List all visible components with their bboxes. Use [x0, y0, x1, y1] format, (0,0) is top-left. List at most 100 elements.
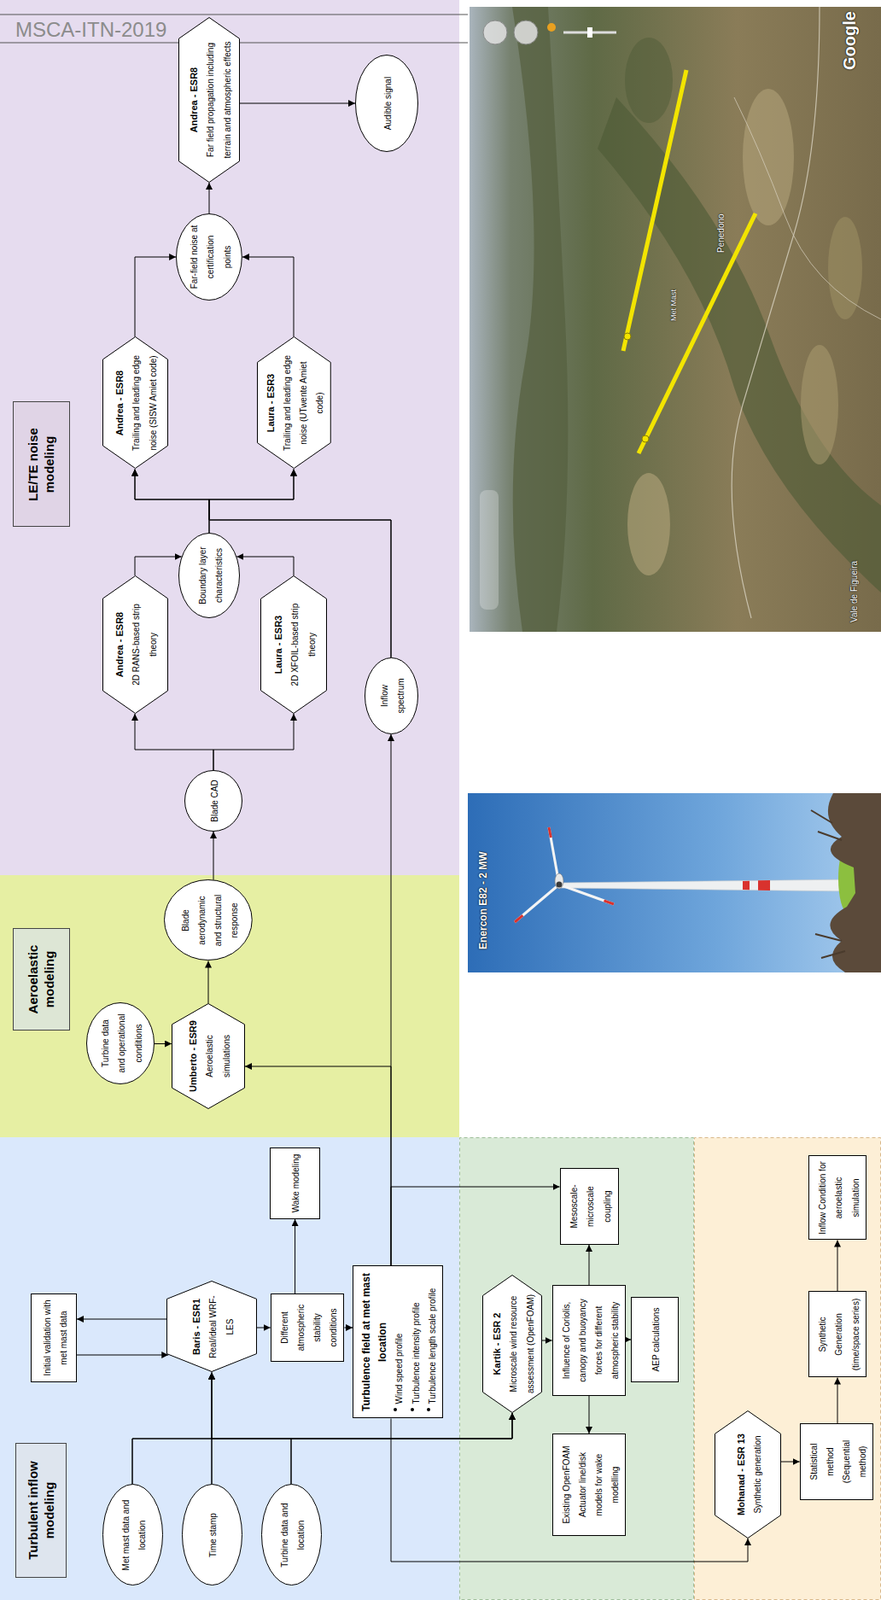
- node-title: Turbine data and operational conditions: [100, 1014, 143, 1074]
- text-block: Different atmospheric stability conditio…: [274, 1298, 341, 1357]
- node-body: Far field propagation including terrain …: [205, 40, 232, 158]
- label-text: Google: [840, 11, 859, 71]
- terrain-map: [469, 6, 881, 632]
- researcher-hexagon: Andrea - ESR8Far field propagation inclu…: [178, 17, 240, 183]
- node-title: Andrea - ESR8: [114, 612, 125, 677]
- flow-arrow: [134, 256, 176, 338]
- flow-arrow: [211, 1372, 292, 1485]
- data-ellipse: Far-field noise at certification points: [175, 213, 243, 301]
- text-block: Andrea - ESR8Trailing and leading edge n…: [110, 353, 160, 454]
- flow-arrow: [781, 1461, 800, 1463]
- node-title: Mohanad - ESR 13: [735, 1433, 747, 1516]
- node-body: Aeroelastic simulations: [204, 1034, 231, 1078]
- text-block: Met mast data and location: [116, 1496, 149, 1574]
- text-line: Andrea - ESR8: [110, 353, 127, 454]
- process-box: Existing OpenFOAM Actuator line/disk mod…: [552, 1433, 627, 1536]
- text-block: Blade CAD: [204, 777, 222, 825]
- text-line: Influence of Coriolis, canopy and buoyan…: [556, 1289, 623, 1391]
- flow-arrow: [239, 103, 356, 105]
- bullet-item: Wind speed profile: [389, 1271, 406, 1414]
- text-block: Time stamp: [203, 1496, 220, 1574]
- text-line: Met mast data and location: [116, 1496, 149, 1574]
- researcher-hexagon: Andrea - ESR82D RANS-based strip theory: [102, 575, 169, 714]
- text-block: LE/TE noise modeling: [24, 407, 58, 523]
- node-title: Turbine data and location: [280, 1502, 306, 1567]
- ellipse-path: [179, 533, 240, 619]
- text-block: Aeroelastic modeling: [24, 933, 58, 1026]
- label-text: Met Mast: [669, 289, 678, 321]
- node-title: Different atmospheric stability conditio…: [280, 1304, 339, 1351]
- node-title: Laura - ESR3: [273, 615, 284, 674]
- text-block: Blade aerodynamic and structural respons…: [175, 889, 242, 952]
- process-box: AEP calculations: [630, 1296, 679, 1383]
- data-ellipse: Blade aerodynamic and structural respons…: [163, 880, 253, 962]
- watermark-text: MSCA-ITN-2019: [15, 18, 167, 41]
- text-line: 2D RANS-based strip theory: [126, 591, 159, 698]
- node-body: Turbulence length scale profile: [427, 1288, 438, 1405]
- text-line: AEP calculations: [646, 1301, 663, 1377]
- flow-arrow: [76, 1354, 169, 1356]
- node-title: Inflow Condition for aeroelastic simulat…: [817, 1161, 860, 1235]
- map-place-label: Met Mast: [664, 289, 680, 321]
- map-logo: Google: [840, 11, 859, 71]
- bullet-dot: [410, 1408, 415, 1412]
- process-box: Synthetic Generation (time/space series): [808, 1291, 867, 1378]
- researcher-hexagon: Laura - ESR3Trailing and leading edge no…: [256, 337, 332, 470]
- text-line: Baris - ESR1: [186, 1294, 204, 1359]
- text-block: Laura - ESR32D XFOIL-based strip theory: [268, 591, 319, 697]
- flow-arrow: [134, 469, 210, 534]
- node-title: Mesoscale-microscale coupling: [569, 1184, 612, 1228]
- text-block: Initial validation with met mast data: [37, 1298, 71, 1377]
- researcher-hexagon: Umberto - ESR9 Aeroelastic simulations: [171, 1003, 246, 1109]
- flow-arrow: [837, 1240, 839, 1292]
- data-ellipse: Turbine data and operational conditions: [86, 1002, 155, 1085]
- text-block: Far-field noise at certification points: [184, 223, 234, 291]
- photo-caption: Enercon E82 - 2 MW: [474, 851, 491, 950]
- text-line: Andrea - ESR8: [110, 591, 127, 698]
- text-line: Turbulence field at met mast location: [356, 1271, 390, 1414]
- node-title: Blade aerodynamic and structural respons…: [180, 894, 240, 947]
- hexagon-path: [102, 337, 168, 469]
- flow-arrow: [256, 1327, 271, 1329]
- text-block: Synthetic Generation (time/space series): [812, 1296, 863, 1373]
- flow-arrow: [209, 182, 211, 214]
- flow-arrow: [134, 713, 214, 771]
- flow-arrow: [154, 1043, 172, 1045]
- process-box: Wake modeling: [269, 1147, 321, 1220]
- flow-arrow: [211, 1412, 513, 1485]
- text-line: Far field propagation including terrain …: [200, 32, 234, 168]
- flow-arrow: [213, 831, 215, 881]
- node-title: Baris - ESR1: [191, 1298, 202, 1355]
- text-block: Turbine data and operational conditions: [95, 1012, 146, 1075]
- node-title: Influence of Coriolis, canopy and buoyan…: [561, 1298, 621, 1382]
- text-line: Aeroelastic modeling: [24, 933, 58, 1026]
- label-text: MSCA-ITN-2019: [15, 17, 167, 41]
- node-title: Statistical method (Sequential method): [809, 1440, 869, 1484]
- node-title: Blade CAD: [210, 779, 220, 822]
- ellipse-outline: [364, 657, 419, 735]
- text-line: Aeroelastic simulations: [199, 1018, 233, 1094]
- node-title: Wake modeling: [291, 1154, 301, 1214]
- ellipse-path: [261, 1484, 321, 1586]
- text-line: Microscale wind resource assessment (Ope…: [503, 1289, 537, 1399]
- node-body: Trailing and leading edge noise (SISW Am…: [131, 355, 158, 451]
- ellipse-path: [185, 770, 243, 832]
- node-title: Boundary layer characteristics: [198, 546, 224, 604]
- text-block: Audible signal: [378, 66, 395, 141]
- flow-arrow: [294, 1219, 296, 1294]
- ellipse-path: [87, 1003, 155, 1085]
- researcher-hexagon: Kartik - ESR 2Microscale wind resource a…: [482, 1274, 543, 1413]
- text-block: Andrea - ESR82D RANS-based strip theory: [110, 591, 160, 698]
- node-body: Wind speed profile: [394, 1333, 404, 1405]
- flow-arrow: [209, 469, 294, 534]
- text-block: Inflow Condition for aeroelastic simulat…: [812, 1161, 863, 1236]
- text-block: Influence of Coriolis, canopy and buoyan…: [556, 1289, 623, 1391]
- text-block: Laura - ESR3Trailing and leading edge no…: [261, 353, 327, 453]
- text-line: Blade aerodynamic and structural respons…: [175, 889, 242, 952]
- flow-arrow: [344, 1327, 353, 1329]
- text-line: Laura - ESR3: [268, 591, 286, 697]
- text-block: Baris - ESR1Real/ideal WRF-LES: [186, 1294, 237, 1359]
- text-line: Different atmospheric stability conditio…: [274, 1298, 341, 1357]
- text-line: 2D XFOIL-based strip theory: [285, 591, 318, 697]
- node-title: Umberto - ESR9: [187, 1020, 199, 1092]
